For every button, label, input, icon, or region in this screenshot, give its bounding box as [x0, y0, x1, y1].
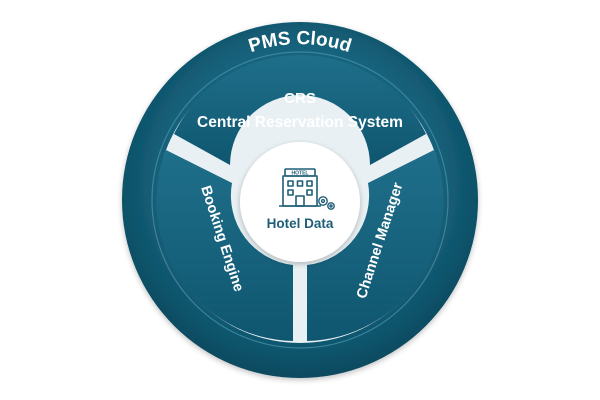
booking-engine-segment[interactable]	[156, 150, 293, 341]
pms-cloud-ring-border	[151, 51, 449, 349]
crs-title: CRS	[284, 90, 316, 107]
crs-subtitle: Central Reservation System	[197, 114, 403, 131]
hotel-building-icon	[279, 168, 321, 207]
hotel-data-center[interactable]	[240, 142, 360, 262]
segments	[156, 55, 444, 341]
hotel-data-label: Hotel Data	[267, 216, 334, 231]
hotel-sign-text: HOTEL	[292, 171, 309, 177]
crs-segment[interactable]	[174, 55, 426, 165]
gear-icon	[318, 196, 335, 210]
channel-manager-segment[interactable]	[307, 150, 444, 341]
